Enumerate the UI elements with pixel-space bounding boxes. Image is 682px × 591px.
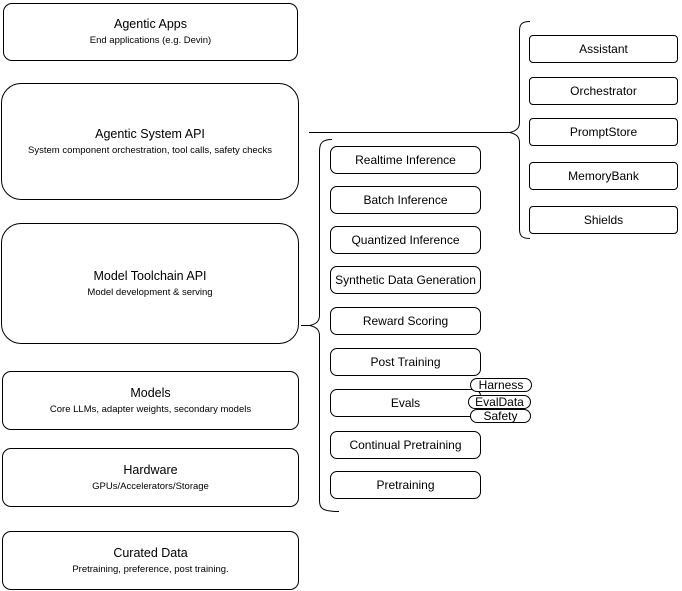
tag-safety: Safety — [470, 409, 531, 423]
node-subtitle: End applications (e.g. Devin) — [89, 35, 212, 46]
node-label: Quantized Inference — [351, 233, 460, 247]
node-subtitle: Pretraining, preference, post training. — [72, 563, 229, 575]
node-continual-pretraining: Continual Pretraining — [330, 431, 481, 459]
node-pretraining: Pretraining — [330, 471, 481, 499]
node-label: Assistant — [579, 42, 628, 56]
tag-label: Safety — [483, 409, 518, 423]
node-label: Evals — [390, 396, 421, 410]
node-batch-inference: Batch Inference — [330, 186, 481, 214]
node-title: Hardware — [123, 462, 178, 477]
node-models: Models Core LLMs, adapter weights, secon… — [2, 371, 299, 430]
node-synthetic-data-generation: Synthetic Data Generation — [330, 266, 481, 294]
node-label: Pretraining — [376, 478, 435, 492]
node-quantized-inference: Quantized Inference — [330, 226, 481, 254]
node-label: Synthetic Data Generation — [335, 273, 476, 287]
node-label: MemoryBank — [568, 169, 639, 183]
node-promptstore: PromptStore — [529, 118, 678, 146]
node-label: Post Training — [370, 355, 441, 369]
node-agentic-apps: Agentic Apps End applications (e.g. Devi… — [3, 3, 298, 61]
node-title: Agentic Apps — [114, 17, 187, 31]
node-subtitle: System component orchestration, tool cal… — [28, 144, 272, 156]
node-hardware: Hardware GPUs/Accelerators/Storage — [2, 448, 299, 507]
node-post-training: Post Training — [330, 348, 481, 376]
node-subtitle: Model development & serving — [87, 286, 213, 298]
node-reward-scoring: Reward Scoring — [330, 307, 481, 335]
tag-evaldata: EvalData — [468, 395, 531, 409]
tag-label: EvalData — [475, 395, 524, 409]
node-label: Orchestrator — [570, 84, 637, 98]
node-title: Model Toolchain API — [93, 268, 207, 283]
brace-system-components — [508, 21, 531, 239]
node-subtitle: GPUs/Accelerators/Storage — [92, 480, 209, 492]
node-agentic-system-api: Agentic System API System component orch… — [1, 83, 299, 200]
node-curated-data: Curated Data Pretraining, preference, po… — [2, 531, 299, 590]
node-title: Models — [130, 385, 171, 400]
node-label: Shields — [583, 213, 624, 227]
node-assistant: Assistant — [529, 35, 678, 63]
node-orchestrator: Orchestrator — [529, 77, 678, 105]
node-subtitle: Core LLMs, adapter weights, secondary mo… — [49, 403, 252, 415]
tag-harness: Harness — [470, 378, 532, 392]
node-label: Realtime Inference — [355, 153, 456, 167]
node-model-toolchain-api: Model Toolchain API Model development & … — [1, 223, 299, 344]
node-label: Continual Pretraining — [349, 438, 462, 452]
node-label: PromptStore — [569, 125, 638, 139]
node-evals: Evals — [330, 389, 481, 417]
node-shields: Shields — [529, 206, 678, 234]
node-title: Curated Data — [113, 545, 188, 560]
node-label: Reward Scoring — [362, 314, 449, 328]
node-memorybank: MemoryBank — [529, 162, 678, 190]
node-label: Batch Inference — [363, 193, 448, 207]
node-title: Agentic System API — [95, 126, 205, 141]
tag-label: Harness — [478, 378, 524, 392]
node-realtime-inference: Realtime Inference — [330, 146, 481, 174]
